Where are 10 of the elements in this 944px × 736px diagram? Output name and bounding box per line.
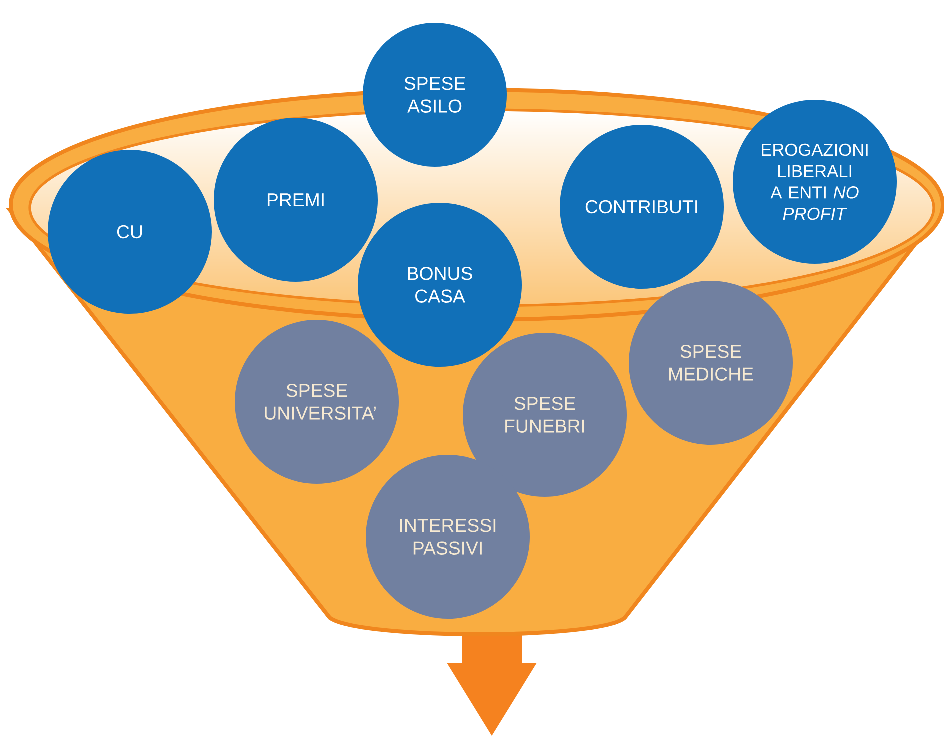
circle-label: SPESE FUNEBRI (463, 333, 627, 497)
circle-label: SPESE ASILO (363, 23, 507, 167)
circle-label: PREMI (214, 118, 378, 282)
circle-label: SPESE MEDICHE (629, 281, 793, 445)
circle-label: INTERESSI PASSIVI (366, 455, 530, 619)
circle-label: CU (48, 150, 212, 314)
circle-label: BONUS CASA (358, 203, 522, 367)
circle-label: CONTRIBUTI (560, 125, 724, 289)
circle-label: SPESE UNIVERSITA’ (235, 320, 399, 484)
circle-label: EROGAZIONI LIBERALI A ENTI NO PROFIT (733, 100, 898, 264)
